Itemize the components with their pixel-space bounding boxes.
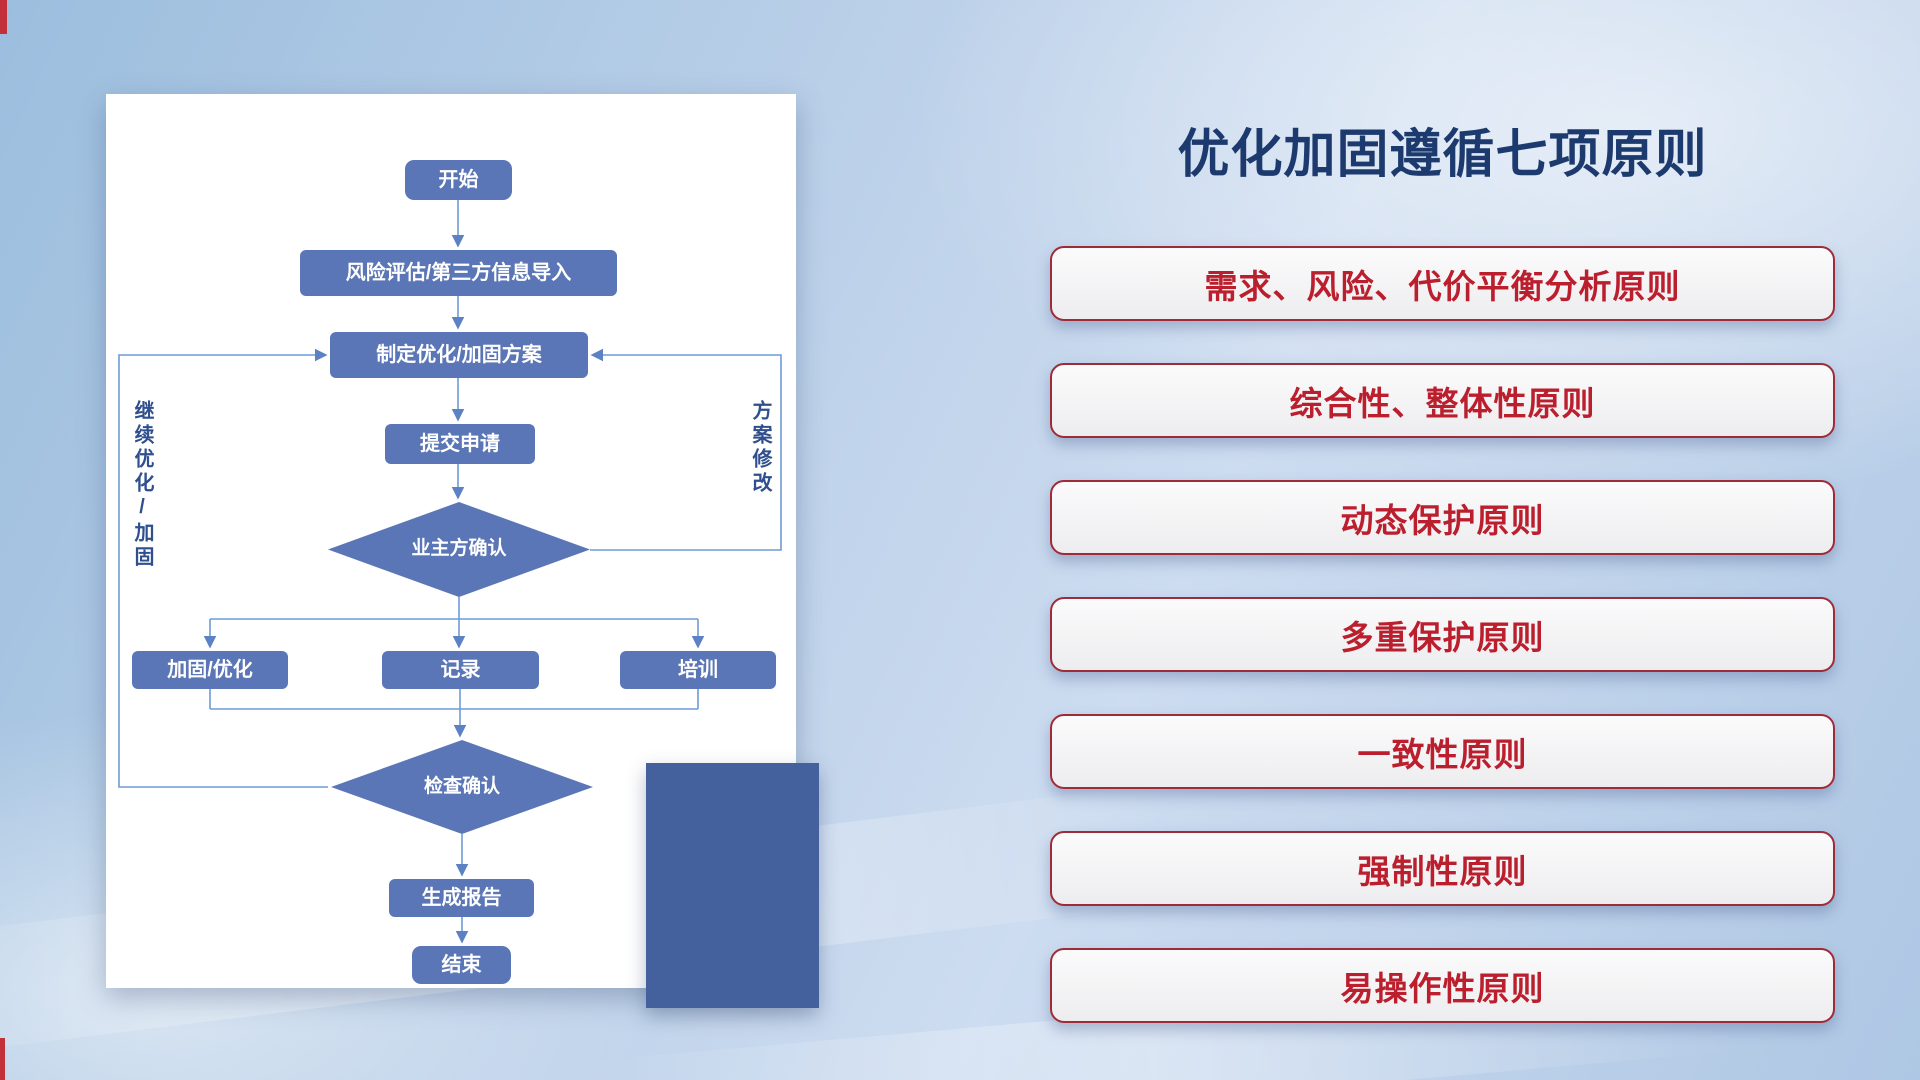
flowchart-node-plan: 制定优化/加固方案: [330, 332, 588, 378]
flowchart-node-training: 培训: [620, 651, 776, 689]
flowchart-card: 开始 风险评估/第三方信息导入 制定优化/加固方案 提交申请 业主方确认 加固/…: [106, 94, 796, 988]
page-title: 优化加固遵循七项原则: [1177, 126, 1708, 184]
flowchart-node-reinforce: 加固/优化: [132, 651, 288, 689]
principle-item: 需求、风险、代价平衡分析原则: [1050, 246, 1835, 321]
flowchart-node-risk-import: 风险评估/第三方信息导入: [300, 250, 617, 296]
flowchart-node-record: 记录: [382, 651, 539, 689]
edge-red-mark: [0, 1038, 5, 1080]
principle-item: 一致性原则: [1050, 714, 1835, 789]
flowchart-node-report: 生成报告: [389, 879, 534, 917]
principle-item: 强制性原则: [1050, 831, 1835, 906]
principles-list: 需求、风险、代价平衡分析原则 综合性、整体性原则 动态保护原则 多重保护原则 一…: [1050, 246, 1835, 1023]
principle-item: 动态保护原则: [1050, 480, 1835, 555]
flowchart-loop-label-right: 方案修改: [749, 400, 771, 496]
card-accent-block: [646, 763, 819, 1008]
principle-item: 多重保护原则: [1050, 597, 1835, 672]
principle-item: 综合性、整体性原则: [1050, 363, 1835, 438]
flowchart-node-submit: 提交申请: [385, 424, 535, 464]
flowchart-node-end: 结束: [412, 946, 511, 984]
principle-item: 易操作性原则: [1050, 948, 1835, 1023]
flowchart-node-start: 开始: [405, 160, 512, 200]
edge-red-mark: [0, 0, 7, 34]
flowchart-loop-label-left: 继续优化/加固: [131, 400, 153, 570]
flowchart-connectors: [118, 200, 782, 944]
